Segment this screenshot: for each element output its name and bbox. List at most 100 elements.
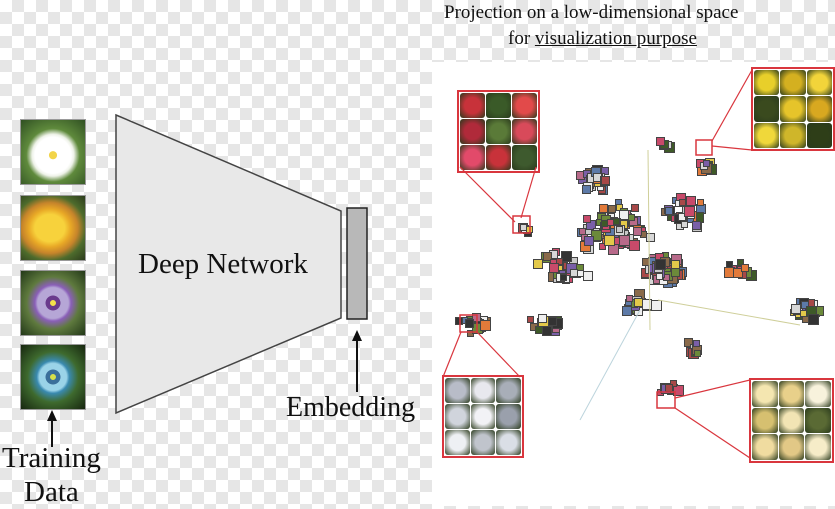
embedding-point-thumbnail [555, 257, 563, 265]
callout-line-white-bell-b [476, 331, 521, 378]
embedding-arrowhead [352, 330, 362, 341]
cluster-image-tile [778, 434, 805, 460]
zoom-panel-anthurium [457, 90, 540, 173]
training-label-line2: Data [24, 476, 79, 508]
cluster-image-tile [752, 381, 778, 407]
embedding-point-thumbnail [579, 228, 587, 236]
cluster-image-tile [780, 122, 806, 148]
callout-line-anthurium-b [459, 166, 516, 223]
training-image-cosmos [20, 119, 86, 185]
cluster-image-tile [460, 145, 485, 170]
cluster-image-tile [486, 145, 511, 170]
embedding-point-thumbnail [693, 340, 701, 348]
cluster-image-tile [780, 70, 806, 96]
cluster-image-tile [470, 404, 496, 429]
embedding-point-thumbnail [655, 273, 663, 281]
embedding-point-thumbnail [697, 199, 705, 207]
callout-line-white-bell-a [442, 331, 462, 378]
embedding-point-thumbnail [703, 160, 711, 168]
cluster-image-tile [445, 404, 470, 429]
cluster-image-tile [805, 381, 831, 407]
guide-line-horizontal [657, 299, 801, 326]
cluster-image-tile [778, 381, 805, 407]
embedding-point-thumbnail [626, 295, 634, 303]
cluster-image-tile [512, 145, 537, 170]
selection-box-white-bell [459, 314, 478, 333]
cluster-image-tile [486, 119, 511, 144]
callout-line-lily-b [674, 407, 751, 459]
embedding-point-thumbnail [694, 349, 702, 357]
callout-line-anthurium-a [520, 166, 537, 219]
cluster-image-tile [496, 378, 521, 403]
deep-network-label: Deep Network [138, 248, 308, 280]
guide-line-diagonal [579, 309, 641, 421]
cluster-image-tile [470, 378, 496, 403]
cluster-image-tile [806, 70, 832, 96]
embedding-point-thumbnail [800, 300, 809, 309]
cluster-image-tile [806, 96, 832, 122]
embedding-point-thumbnail [600, 219, 608, 227]
embedding-point-thumbnail [537, 314, 547, 324]
cluster-image-tile [780, 96, 806, 122]
embedding-point-thumbnail [603, 234, 615, 246]
zoom-panel-white-lilies [749, 378, 834, 463]
embedding-point-thumbnail [560, 274, 568, 282]
embedding-point-thumbnail [616, 225, 624, 233]
embedding-point-thumbnail [681, 221, 689, 229]
training-image-passion-purple [20, 270, 86, 336]
embedding-point-thumbnail [685, 196, 696, 207]
training-label-line1: Training [2, 442, 101, 474]
cluster-image-tile [512, 93, 537, 118]
embedding-point-thumbnail [683, 337, 693, 347]
guide-line-vertical [647, 149, 651, 331]
embedding-point-thumbnail [622, 306, 633, 317]
embedding-vector [346, 207, 368, 320]
cluster-image-tile [778, 407, 805, 434]
embedding-point-thumbnail [585, 219, 596, 230]
embedding-point-thumbnail [629, 240, 641, 252]
deep-network-trapezoid [115, 113, 342, 415]
embedding-point-thumbnail [532, 259, 543, 269]
selection-box-yellow [695, 139, 713, 156]
callout-line-lily-a [674, 379, 751, 399]
embedding-point-thumbnail [548, 263, 559, 274]
embedding-point-thumbnail [669, 379, 677, 387]
embedding-point-thumbnail [665, 206, 674, 215]
embedding-point-thumbnail [630, 204, 639, 213]
embedding-point-thumbnail [800, 310, 808, 318]
embedding-point-thumbnail [740, 264, 749, 273]
embedding-point-thumbnail [590, 230, 602, 242]
embedding-point-thumbnail [737, 259, 745, 267]
embedding-point-thumbnail [656, 137, 666, 147]
embedding-point-thumbnail [582, 184, 592, 194]
embedding-point-thumbnail [454, 317, 463, 326]
embedding-point-thumbnail [633, 227, 643, 237]
embedding-point-thumbnail [633, 298, 643, 308]
embedding-point-thumbnail [650, 300, 662, 312]
cluster-image-tile [496, 430, 521, 455]
embedding-point-thumbnail [790, 304, 801, 315]
training-image-passion-blue [20, 344, 86, 410]
cluster-image-tile [486, 93, 511, 118]
embedding-point-thumbnail [607, 205, 616, 214]
cluster-image-tile [470, 430, 496, 455]
embedding-point-thumbnail [684, 205, 696, 217]
cluster-image-tile [752, 434, 778, 460]
embedding-point-thumbnail [465, 319, 475, 329]
embedding-point-thumbnail [733, 268, 744, 279]
projection-title-line1: Projection on a low-dimensional space [444, 2, 739, 23]
embedding-point-thumbnail [543, 252, 553, 262]
zoom-panel-white-bellflowers [442, 375, 524, 458]
embedding-point-thumbnail [673, 384, 685, 396]
cluster-image-tile [752, 407, 778, 434]
projection-title-line2: for visualization purpose [508, 28, 697, 50]
title-underlined: visualization purpose [534, 28, 697, 49]
zoom-panel-yellow-flowers [751, 67, 835, 151]
selection-box-anthurium [512, 215, 531, 234]
embedding-point-thumbnail [691, 221, 701, 231]
embedding-label: Embedding [286, 392, 416, 423]
embedding-point-thumbnail [526, 315, 534, 323]
embedding-point-thumbnail [808, 313, 820, 325]
